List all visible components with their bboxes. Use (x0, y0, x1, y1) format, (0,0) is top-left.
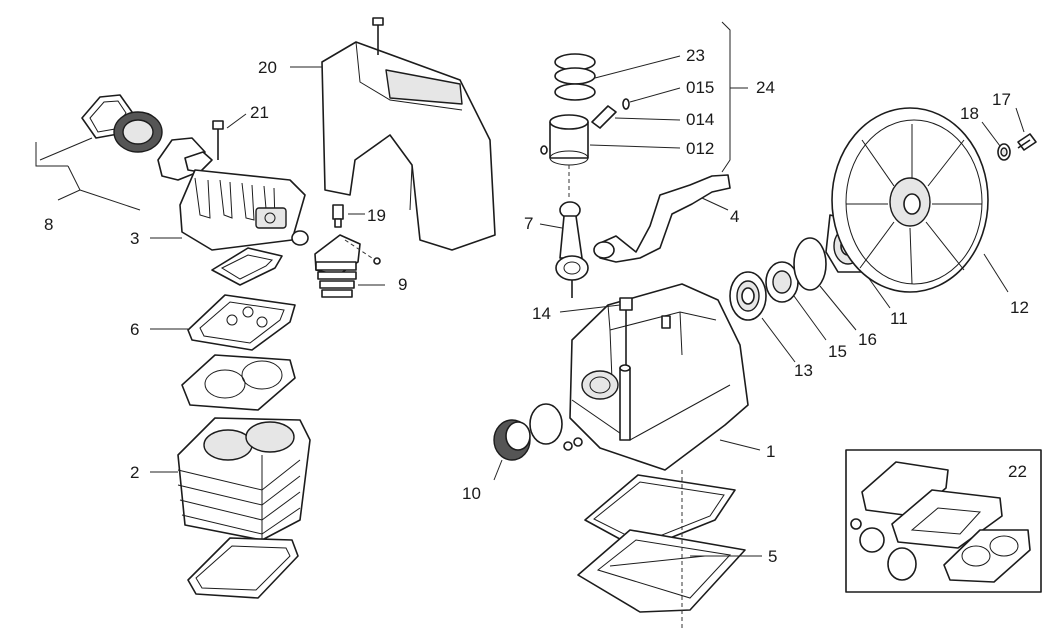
label-8: 8 (44, 215, 53, 234)
label-13: 13 (794, 361, 813, 380)
cylinder-block (177, 417, 311, 541)
pulley-bolt (1017, 133, 1037, 151)
label-15: 15 (828, 342, 847, 361)
label-22: 22 (1008, 462, 1027, 481)
oil-sight-glass (493, 419, 531, 461)
air-filter-element (113, 111, 163, 153)
label-18: 18 (960, 104, 979, 123)
piston-rings (554, 53, 596, 101)
crankshaft (593, 174, 731, 263)
bearing (729, 271, 767, 321)
label-10: 10 (462, 484, 481, 503)
piston (540, 114, 589, 166)
pulley-washer (997, 143, 1011, 161)
gasket-kit-box (845, 449, 1042, 593)
fitting (332, 204, 344, 228)
label-6: 6 (130, 320, 139, 339)
valve-plate-gasket (181, 354, 296, 411)
label-14: 14 (532, 304, 551, 323)
circlip (622, 98, 630, 110)
label-17: 17 (992, 90, 1011, 109)
crankcase-screw (661, 315, 671, 329)
label-4: 4 (730, 207, 739, 226)
label-9: 9 (398, 275, 407, 294)
flange-o-ring (793, 237, 827, 291)
label-014: 014 (686, 110, 714, 129)
label-24: 24 (756, 78, 775, 97)
air-filter-housing (157, 137, 213, 181)
cylinder-base-gasket (187, 537, 299, 599)
connecting-rod (555, 201, 589, 298)
cylinder-head (179, 169, 306, 251)
label-23: 23 (686, 46, 705, 65)
label-5: 5 (768, 547, 777, 566)
label-20: 20 (258, 58, 277, 77)
label-19: 19 (367, 206, 386, 225)
sight-glass-ring (529, 403, 563, 445)
label-1: 1 (766, 442, 775, 461)
label-21: 21 (250, 103, 269, 122)
dipstick (619, 297, 633, 365)
label-3: 3 (130, 229, 139, 248)
label-012: 012 (686, 139, 714, 158)
label-11: 11 (890, 309, 908, 328)
piston-pin (591, 105, 617, 129)
label-2: 2 (130, 463, 139, 482)
flywheel-pulley (831, 107, 989, 293)
oil-seal (765, 261, 799, 303)
fan-shroud (321, 41, 496, 251)
valve-plate (187, 294, 296, 351)
label-12: 12 (1010, 298, 1029, 317)
unloader-valve (314, 234, 361, 298)
label-16: 16 (858, 330, 877, 349)
crankcase-bottom-cover (577, 529, 746, 613)
crankcase (569, 283, 749, 471)
o-ring (291, 230, 309, 246)
head-bolt (212, 120, 224, 160)
label-015: 015 (686, 78, 714, 97)
label-7: 7 (524, 214, 533, 233)
head-gasket (211, 247, 283, 286)
